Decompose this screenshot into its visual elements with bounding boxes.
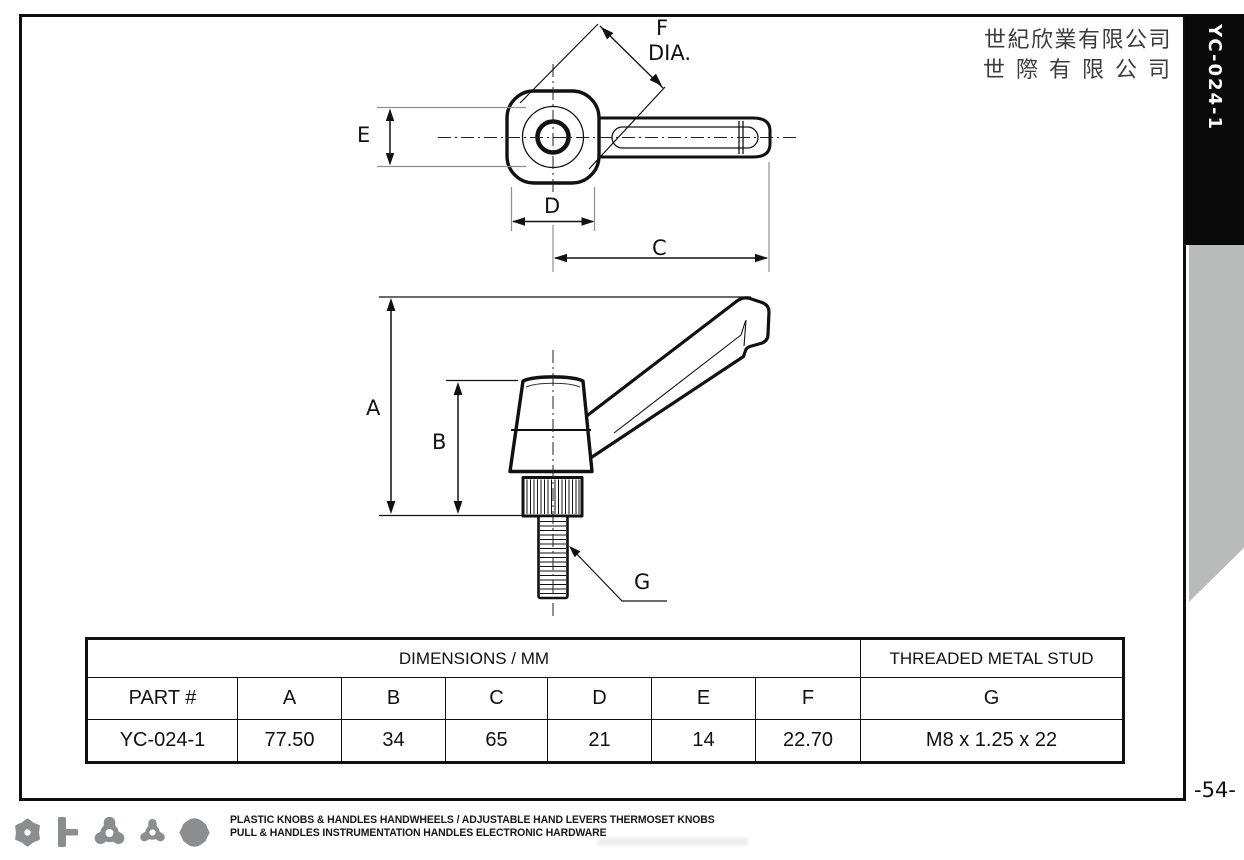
value-f: 22.70 <box>756 720 861 761</box>
column-header-b: B <box>342 678 446 720</box>
table-header-dimensions: DIMENSIONS / MM <box>88 640 861 678</box>
three-lobe-knob-icon <box>94 816 125 844</box>
dim-label-a: A <box>366 396 381 420</box>
dimension-table: DIMENSIONS / MM THREADED METAL STUD PART… <box>85 637 1125 764</box>
dim-label-g: G <box>634 570 651 594</box>
dim-label-f: F <box>656 16 669 40</box>
side-view-lever <box>379 296 771 620</box>
value-d: 21 <box>548 720 652 761</box>
part-number-tab-label: YC-024-1 <box>1204 24 1225 132</box>
product-category-icons <box>13 816 210 847</box>
footer-product-lines: PLASTIC KNOBS & HANDLES HANDWHEELS / ADJ… <box>230 814 715 840</box>
dim-label-d: D <box>544 194 561 218</box>
page-curl-shadow <box>1189 245 1244 602</box>
tri-knob-icon <box>140 819 165 842</box>
value-a: 77.50 <box>238 720 342 761</box>
company-name-line2: 世 際 有 限 公 司 <box>983 58 1172 83</box>
dim-label-e: E <box>357 123 371 147</box>
top-view-lever <box>377 23 796 272</box>
column-header-g: G <box>861 678 1122 720</box>
part-number-side-tab: YC-024-1 <box>1185 14 1244 245</box>
value-g: M8 x 1.25 x 22 <box>925 729 1058 751</box>
column-header-d: D <box>548 678 652 720</box>
value-part-number: YC-024-1 <box>88 720 238 761</box>
column-header-part: PART # <box>88 678 238 720</box>
value-b: 34 <box>342 720 446 761</box>
column-header-c: C <box>446 678 548 720</box>
value-c: 65 <box>446 720 548 761</box>
bottom-edge-artifact <box>598 838 748 846</box>
company-name-block: 世紀欣業有限公司 世 際 有 限 公 司 <box>978 26 1172 86</box>
dim-label-b: B <box>432 430 447 454</box>
column-header-f: F <box>756 678 861 720</box>
page-number: -54- <box>1194 778 1236 802</box>
value-e: 14 <box>652 720 756 761</box>
company-name-line1: 世紀欣業有限公司 <box>983 28 1172 53</box>
footer-line1: PLASTIC KNOBS & HANDLES HANDWHEELS / ADJ… <box>230 814 715 826</box>
footer-line2: PULL & HANDLES INSTRUMENTATION HANDLES E… <box>230 827 607 839</box>
column-header-a: A <box>238 678 342 720</box>
tee-handle-icon <box>58 817 78 847</box>
knurled-knob-icon <box>179 817 210 847</box>
hex-knob-icon <box>15 817 40 847</box>
column-header-e: E <box>652 678 756 720</box>
dim-label-dia: DIA. <box>648 41 692 65</box>
table-header-stud: THREADED METAL STUD <box>861 640 1122 678</box>
dim-label-c: C <box>652 236 667 260</box>
page-border-frame <box>19 14 1186 801</box>
